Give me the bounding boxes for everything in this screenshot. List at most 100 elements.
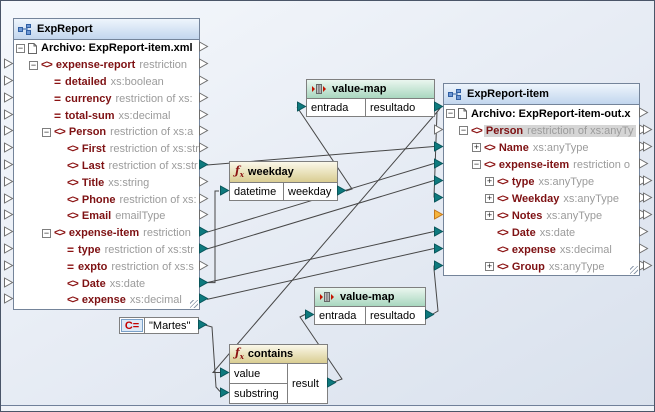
tree-item-archivo-expreport-item-xml[interactable]: −Archivo: ExpReport-item.xml [14, 40, 209, 57]
input-connector-detailed[interactable] [4, 75, 14, 88]
input-connector-phone[interactable] [4, 192, 14, 206]
output-connector-type[interactable] [199, 243, 209, 256]
input-connector-type[interactable] [434, 174, 444, 188]
expand-toggle-icon[interactable]: + [485, 193, 494, 203]
weekday-output-connector[interactable] [337, 184, 347, 198]
value-map-bottom-input-connector[interactable] [305, 308, 315, 322]
output-connector-expense[interactable] [639, 242, 649, 256]
input-connector-first[interactable] [4, 142, 14, 156]
input-connector-date[interactable] [4, 276, 14, 290]
connection-expreport-expense-item-date-to-weekday-datetime[interactable] [207, 190, 219, 284]
contains-function-header[interactable]: ƒx contains [230, 345, 327, 364]
input-connector-expense-report[interactable] [4, 58, 14, 72]
input-connector-total-sum[interactable] [4, 108, 14, 122]
tree-item-archivo-expreport-item-out-x[interactable]: −Archivo: ExpReport-item-out.x [444, 105, 649, 122]
output-connector-group[interactable] [639, 259, 654, 273]
connection-value-map-top-resultado-to-contains-value[interactable] [211, 106, 442, 373]
value-map-top-input-connector[interactable] [297, 100, 307, 114]
value-map-bottom[interactable]: value-map entrada resultado [305, 287, 435, 325]
output-connector-phone[interactable] [199, 192, 209, 206]
value-map-top[interactable]: value-map entrada resultado [297, 79, 444, 117]
output-connector-archivo-expreport-item-xml[interactable] [199, 41, 209, 55]
input-connector-expense[interactable] [434, 242, 444, 256]
output-connector-expense-report[interactable] [199, 58, 209, 72]
connection-constant-martes-to-contains-substring[interactable] [204, 324, 221, 392]
input-connector-date[interactable] [434, 225, 444, 239]
input-connector-weekday[interactable] [434, 191, 444, 205]
output-connector-person[interactable] [639, 123, 654, 137]
output-connector-expense[interactable] [199, 293, 209, 307]
output-connector-last[interactable] [199, 159, 209, 172]
output-connector-type[interactable] [639, 174, 654, 188]
output-connector-name[interactable] [639, 140, 654, 154]
value-map-bottom-header[interactable]: value-map [315, 288, 425, 307]
constant-martes[interactable]: C= "Martes" [119, 317, 208, 334]
resize-grip[interactable] [630, 266, 638, 274]
target-component-expreport-item[interactable]: ExpReport-item −Archivo: ExpReport-item-… [434, 83, 653, 276]
input-connector-last[interactable] [4, 159, 14, 172]
value-map-top-output-connector[interactable] [434, 100, 444, 114]
input-connector-expense-item[interactable] [434, 157, 444, 171]
resize-grip[interactable] [190, 300, 198, 308]
contains-result-connector[interactable] [327, 376, 337, 390]
collapse-toggle-icon[interactable]: − [472, 159, 481, 169]
output-connector-weekday[interactable] [639, 191, 654, 205]
collapse-toggle-icon[interactable]: − [16, 42, 25, 53]
output-connector-date[interactable] [199, 276, 209, 290]
input-connector-name[interactable] [434, 140, 444, 154]
contains-value-connector[interactable] [220, 366, 230, 380]
input-connector-expense-item[interactable] [4, 226, 14, 240]
output-connector-total-sum[interactable] [199, 108, 209, 122]
connection-expreport-expense-item-expense-to-expreport-item-expense-item-expense[interactable] [206, 248, 435, 300]
contains-substring-connector[interactable] [220, 386, 230, 400]
contains-function[interactable]: ƒx contains value substring result [220, 344, 337, 404]
output-connector-expto[interactable] [199, 259, 209, 273]
input-connector-notes[interactable] [434, 208, 444, 222]
collapse-toggle-icon[interactable]: − [29, 59, 38, 70]
connection-expreport-expense-item-type-to-expreport-item-expense-item-type[interactable] [206, 180, 435, 250]
input-connector-person[interactable] [4, 125, 14, 139]
input-connector-currency[interactable] [4, 91, 14, 105]
output-connector-archivo-expreport-item-out-x[interactable] [639, 106, 649, 120]
input-connector-expto[interactable] [4, 259, 14, 273]
output-connector-first[interactable] [199, 142, 209, 156]
output-connector-detailed[interactable] [199, 75, 209, 88]
collapse-toggle-icon[interactable]: − [459, 125, 468, 135]
weekday-function-header[interactable]: ƒx weekday [230, 162, 337, 183]
target-component-header[interactable]: ExpReport-item [444, 84, 639, 105]
input-connector-expense[interactable] [4, 293, 14, 307]
output-connector-expense-item[interactable] [639, 157, 649, 171]
collapse-toggle-icon[interactable]: − [42, 126, 51, 137]
value-map-top-header[interactable]: value-map [307, 80, 434, 99]
input-connector-email[interactable] [4, 209, 14, 223]
connection-expreport-expense-item-date-to-expreport-item-expense-item-date[interactable] [206, 231, 435, 284]
input-connector-type[interactable] [4, 243, 14, 256]
input-connector-person[interactable] [434, 123, 444, 137]
weekday-function[interactable]: ƒx weekday datetime weekday [220, 161, 347, 201]
collapse-toggle-icon[interactable]: − [446, 108, 455, 118]
output-connector-person[interactable] [199, 125, 209, 139]
input-connector-title[interactable] [4, 175, 14, 189]
output-connector-email[interactable] [199, 209, 209, 223]
output-connector-currency[interactable] [199, 91, 209, 105]
weekday-datetime-connector[interactable] [220, 184, 230, 198]
